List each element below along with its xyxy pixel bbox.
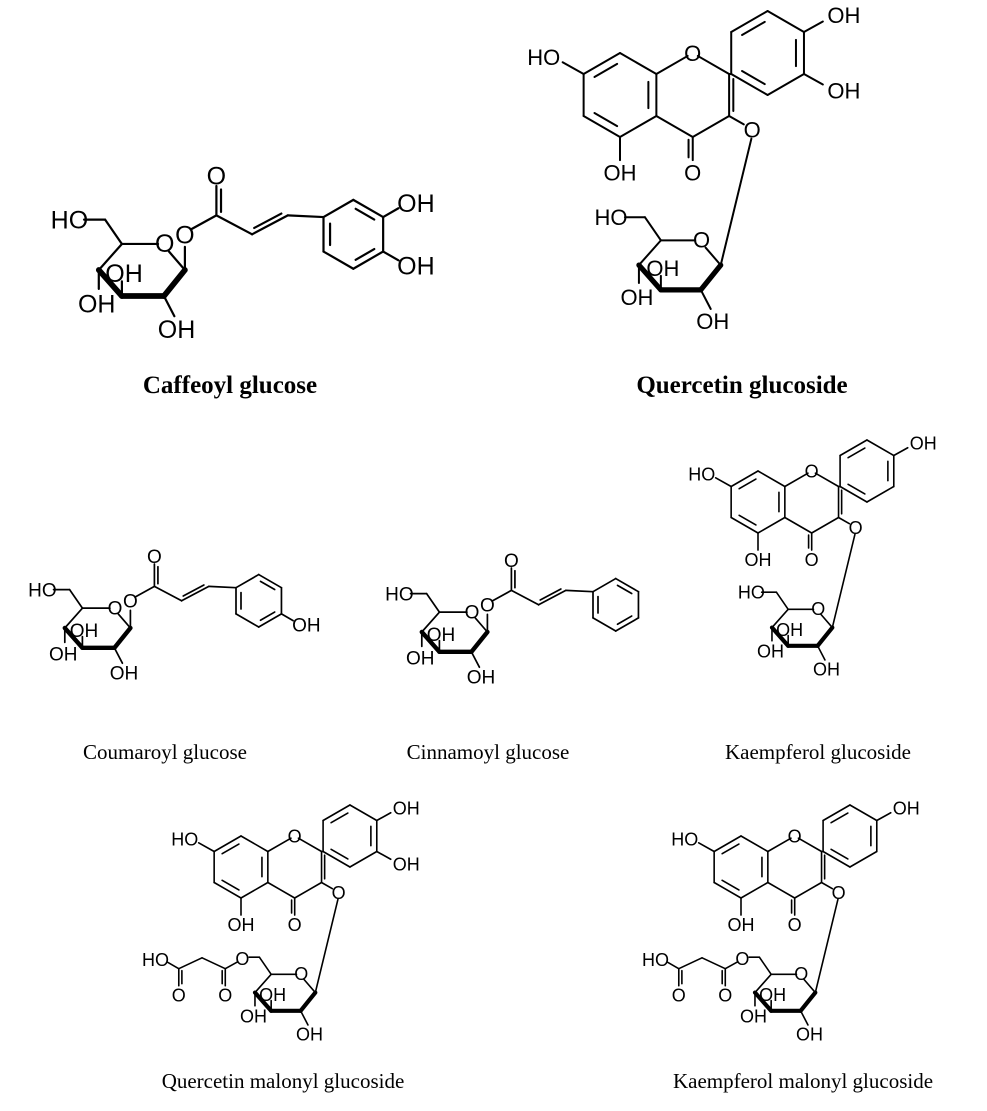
hydroxyl-label: OH (646, 256, 679, 281)
carbonyl-oxygen-label: O (788, 915, 802, 935)
hydroxyl-label: OH (259, 985, 286, 1005)
carbonyl-oxygen-label: O (288, 915, 302, 935)
ester-oxygen-label: O (123, 592, 138, 613)
hydroxyl-label: OH (296, 1024, 323, 1044)
glucose-unit: O HO OH OH OH (594, 205, 729, 334)
hydroxyl-label: OH (228, 915, 255, 935)
caption-coumaroyl-glucose: Coumaroyl glucose (83, 740, 247, 764)
ring-oxygen-label: O (155, 230, 174, 258)
carbonyl-oxygen-label: O (672, 986, 686, 1006)
hydroxyl-label: OH (620, 285, 653, 310)
hydroxyl-label: OH (397, 190, 435, 218)
carbonyl-oxygen-label: O (718, 986, 732, 1006)
hydroxyl-label: HO (385, 584, 414, 605)
hydroxyl-label: OH (740, 1007, 767, 1027)
ring-oxygen-label: O (684, 41, 701, 66)
ring-oxygen-label: O (693, 227, 710, 252)
hydroxyl-label: OH (745, 550, 772, 570)
hydroxyl-label: OH (393, 799, 420, 819)
hydroxyl-label: HO (671, 830, 698, 850)
ester-oxygen-label: O (235, 949, 249, 969)
carbonyl-oxygen-label: O (207, 163, 226, 191)
hydroxyl-label: HO (51, 207, 89, 235)
carbonyl-oxygen-label: O (172, 986, 186, 1006)
ring-oxygen-label: O (108, 598, 123, 619)
carbonyl-oxygen-label: O (147, 547, 162, 568)
caption-kaempferol-malonyl-glucoside: Kaempferol malonyl glucoside (672, 1069, 934, 1093)
hydroxyl-label: OH (467, 668, 496, 689)
ring-oxygen-label: O (794, 964, 808, 984)
glycosidic-oxygen-label: O (744, 117, 761, 142)
hydroxyl-label: HO (688, 465, 715, 485)
hydroxyl-label: OH (796, 1024, 823, 1044)
hydroxyl-label: HO (738, 583, 765, 603)
ring-oxygen-label: O (811, 599, 825, 619)
hydroxyl-label: OH (827, 79, 860, 104)
carbonyl-oxygen-label: O (504, 551, 519, 572)
hydroxyl-label: OH (393, 854, 420, 874)
caption-kaempferol-glucoside: Kaempferol glucoside (724, 740, 912, 764)
hydroxyl-label: OH (158, 316, 196, 344)
glycosidic-oxygen-label: O (332, 883, 346, 903)
caption-quercetin-malonyl-glucoside: Quercetin malonyl glucoside (161, 1069, 405, 1093)
glycosidic-oxygen-label: O (832, 883, 846, 903)
hydroxyl-label: OH (240, 1007, 267, 1027)
hydroxyl-label: HO (527, 45, 560, 70)
hydroxyl-label: OH (49, 644, 77, 665)
ring-oxygen-label: O (465, 602, 480, 623)
carbonyl-oxygen-label: O (218, 986, 232, 1006)
structure-kaempferol-malonyl-glucoside: OOOHHOOHOOHOOHOHOHOOOHO (642, 799, 920, 1045)
ring-oxygen-label: O (288, 826, 302, 846)
hydroxyl-label: OH (292, 615, 321, 636)
ester-oxygen-label: O (175, 221, 194, 249)
hydroxyl-label: OH (728, 915, 755, 935)
hydroxyl-label: OH (406, 648, 435, 669)
carbonyl-oxygen-label: O (684, 161, 701, 186)
ring-oxygen-label: O (805, 461, 819, 481)
hydroxyl-label: OH (70, 621, 99, 642)
hydroxyl-label: OH (397, 253, 435, 281)
hydroxyl-label: OH (105, 260, 143, 288)
hydroxyl-label: OH (893, 799, 920, 819)
glycosidic-oxygen-label: O (849, 518, 863, 538)
hydroxyl-label: OH (427, 625, 456, 646)
hydroxyl-label: HO (142, 950, 169, 970)
hydroxyl-label: OH (78, 291, 116, 319)
structure-quercetin-malonyl-glucoside: OOOHHOOHOHOOHOOHOHOHOOOHO (142, 799, 420, 1045)
hydroxyl-label: OH (759, 985, 786, 1005)
ring-oxygen-label: O (788, 826, 802, 846)
carbonyl-oxygen-label: O (805, 550, 819, 570)
hydroxyl-label: OH (813, 659, 840, 679)
caption-caffeoyl-glucose: Caffeoyl glucose (142, 372, 318, 399)
hydroxyl-label: OH (776, 620, 803, 640)
ester-oxygen-label: O (735, 949, 749, 969)
hydroxyl-label: OH (757, 642, 784, 662)
ring-oxygen-label: O (294, 964, 308, 984)
hydroxyl-label: OH (910, 434, 937, 454)
hydroxyl-label: HO (642, 950, 669, 970)
hydroxyl-label: HO (171, 830, 198, 850)
caption-quercetin-glucoside: Quercetin glucoside (636, 372, 848, 399)
hydroxyl-label: OH (604, 161, 637, 186)
hydroxyl-label: OH (696, 309, 729, 334)
hydroxyl-label: OH (827, 3, 860, 28)
caption-cinnamoyl-glucose: Cinnamoyl glucose (406, 740, 570, 764)
hydroxyl-label: HO (594, 205, 627, 230)
ester-oxygen-label: O (480, 596, 495, 617)
hydroxyl-label: HO (28, 580, 57, 601)
hydroxyl-label: OH (110, 664, 139, 685)
